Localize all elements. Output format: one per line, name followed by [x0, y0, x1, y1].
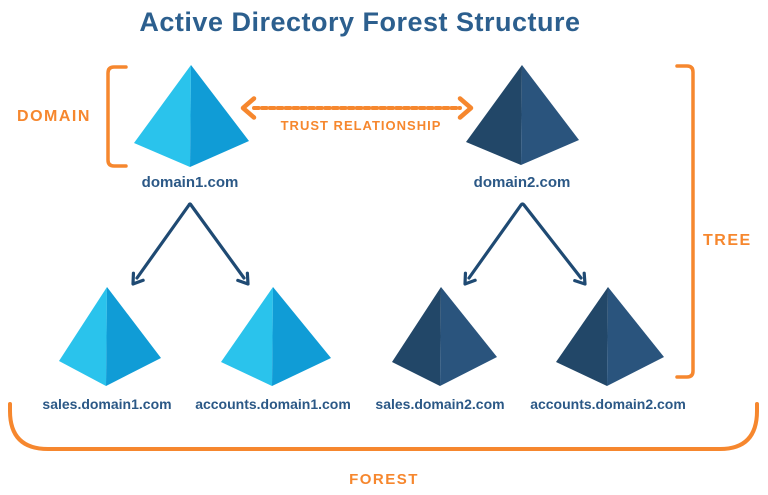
pyramid-sales-domain2-icon [392, 287, 497, 386]
pyramid-accounts-domain2-icon [556, 287, 664, 386]
pyramid-left-face [59, 287, 107, 386]
domain-annotation: DOMAIN [17, 108, 91, 125]
forest-annotation: FOREST [349, 471, 419, 488]
tree-bracket [675, 64, 695, 379]
pyramid-right-face [272, 287, 331, 386]
accounts-domain1-label: accounts.domain1.com [195, 396, 351, 412]
accounts-domain2-label: accounts.domain2.com [530, 396, 686, 412]
domain2-label: domain2.com [473, 174, 571, 191]
pyramid-domain2-icon [466, 65, 579, 165]
domain-bracket [106, 65, 128, 168]
pyramid-domain1-icon [134, 65, 249, 167]
forest-bracket [8, 402, 759, 451]
arrowhead-icon [131, 271, 145, 286]
pyramid-left-face [466, 65, 522, 165]
trust-relationship-annotation: TRUST RELATIONSHIP [280, 118, 442, 133]
tree2-branch-arrows [463, 202, 587, 286]
trust-arrow-right-head-icon [457, 96, 474, 120]
domain1-label: domain1.com [141, 174, 239, 191]
pyramid-left-face [392, 287, 441, 386]
pyramid-right-face [106, 287, 161, 386]
pyramid-right-face [440, 287, 497, 386]
pyramid-right-face [607, 287, 664, 386]
pyramid-left-face [221, 287, 273, 386]
tree2-branch-lines [467, 202, 583, 280]
pyramid-left-face [556, 287, 608, 386]
pyramid-sales-domain1-icon [59, 287, 161, 386]
pyramid-accounts-domain1-icon [221, 287, 331, 386]
trust-arrow-left-head-icon [240, 96, 257, 120]
tree-annotation: TREE [703, 232, 752, 249]
tree1-branch-lines [135, 202, 246, 280]
pyramid-left-face [134, 65, 191, 167]
diagram-title: Active Directory Forest Structure [139, 7, 581, 37]
sales-domain1-label: sales.domain1.com [42, 396, 172, 412]
pyramid-right-face [521, 65, 579, 165]
sales-domain2-label: sales.domain2.com [375, 396, 505, 412]
trust-arrow [240, 96, 474, 120]
arrowhead-icon [573, 271, 587, 286]
arrowhead-icon [463, 271, 477, 286]
arrowhead-icon [236, 271, 250, 286]
tree1-branch-arrows [131, 202, 250, 286]
pyramid-right-face [190, 65, 249, 167]
